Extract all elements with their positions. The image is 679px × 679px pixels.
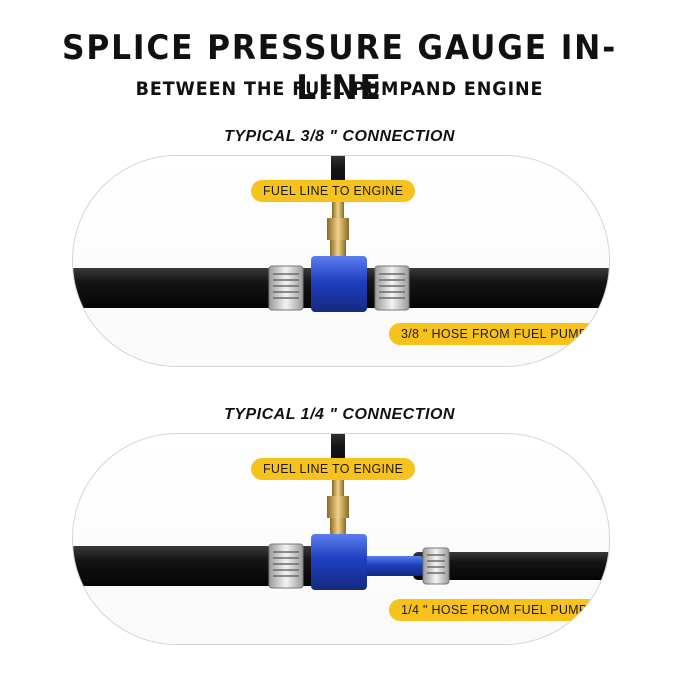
brass-nut [327,218,349,240]
blue-tee-fitting [311,256,367,312]
brass-fitting-top [332,198,344,218]
hose-clamp-right [374,265,410,311]
small-hose-right [413,552,609,580]
connection-illustration-1-4 [73,434,609,590]
label-fuel-line-to-engine-3-8: FUEL LINE TO ENGINE [251,180,416,202]
section-heading-3-8: TYPICAL 3/8 " CONNECTION [224,128,455,145]
main-hose-left [73,546,318,586]
label-fuel-line-to-engine-1-4: FUEL LINE TO ENGINE [251,458,416,480]
connection-panel-1-4: FUEL LINE TO ENGINE 1/4 " HOSE FROM FUEL… [72,433,610,645]
page-title: SPLICE PRESSURE GAUGE IN-LINE [61,28,618,108]
blue-tee-fitting [311,534,367,590]
section-heading-1-4: TYPICAL 1/4 " CONNECTION [224,406,455,423]
brass-fitting-bottom [330,518,346,536]
hose-clamp-right [422,547,450,585]
brass-fitting-bottom [330,240,346,258]
brass-fitting-top [332,476,344,496]
label-hose-from-fuel-pump-3-8: 3/8 " HOSE FROM FUEL PUMP [389,323,600,345]
connection-panel-3-8: FUEL LINE TO ENGINE 3/8 " HOSE FROM FUEL… [72,155,610,367]
label-hose-from-fuel-pump-1-4: 1/4 " HOSE FROM FUEL PUMP [389,599,600,621]
hose-clamp-left [268,543,304,589]
blue-reducer-barb [361,556,423,576]
hose-clamp-left [268,265,304,311]
connection-illustration-3-8 [73,156,609,312]
brass-nut [327,496,349,518]
page-subtitle: BETWEEN THE FUEL PUMPAND ENGINE [135,78,544,100]
